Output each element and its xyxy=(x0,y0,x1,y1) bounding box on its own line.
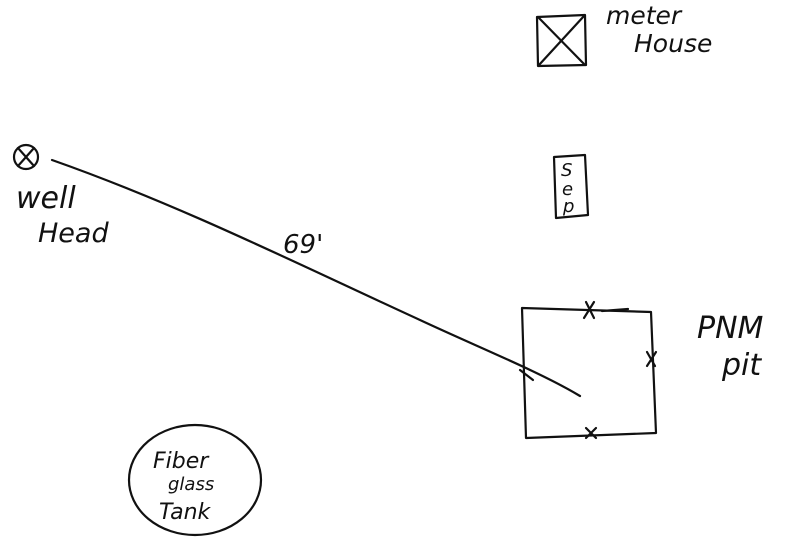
tank-label-line1: Fiber xyxy=(153,449,210,474)
pnm-pit-label-line1: PNM xyxy=(697,311,764,346)
separator-label-e: e xyxy=(562,179,573,200)
well-head-symbol xyxy=(12,143,40,171)
tank-label-line2: glass xyxy=(168,474,214,495)
well-head-label-line1: well xyxy=(16,181,76,216)
meter-house-symbol xyxy=(535,13,588,68)
well-head-label-line2: Head xyxy=(38,218,109,249)
fiberglass-tank-outline xyxy=(127,423,263,537)
separator-symbol xyxy=(552,153,590,220)
tank-label-line3: Tank xyxy=(159,500,212,525)
flowline xyxy=(50,158,582,398)
pnm-pit-label-line2: pit xyxy=(721,348,762,383)
separator-label-p: p xyxy=(562,196,574,217)
separator-label-s: S xyxy=(561,160,572,181)
pnm-pit-outline xyxy=(518,300,658,440)
meter-house-label-line2: House xyxy=(634,29,712,58)
meter-house-label-line1: meter xyxy=(606,1,683,30)
distance-label: 69' xyxy=(283,230,323,260)
